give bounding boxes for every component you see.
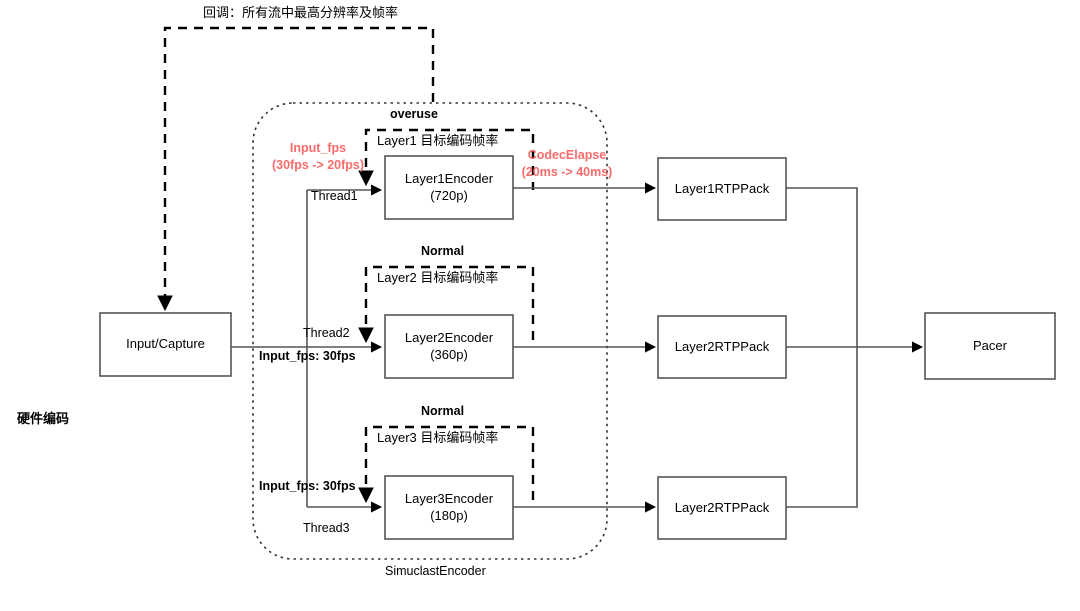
thread3-label: Thread3	[303, 521, 350, 535]
layer3-rtp-box	[657, 476, 787, 540]
hardware-encode-label: 硬件编码	[17, 411, 70, 426]
layer2-encoder-box	[384, 314, 514, 379]
layer3-encoder-name: Layer3Encoder	[404, 491, 494, 507]
layer3-encoder-resolution: (180p)	[430, 507, 468, 523]
layer2-rtp-label: Layer2RTPPack	[674, 338, 770, 354]
callback-path	[157, 26, 435, 312]
thread2-label: Thread2	[303, 326, 350, 340]
layer3-encoder-label: Layer3Encoder (180p)	[385, 476, 513, 539]
layer1-rtp-label: Layer1RTPPack	[674, 180, 770, 196]
codec-elapse-annotation-value: (20ms -> 40ms)	[521, 165, 613, 179]
layer2-state-label: Normal	[421, 244, 465, 258]
layer2-target-bracket	[358, 265, 535, 347]
layer3-encoder-box	[384, 475, 514, 540]
thread1-label: Thread1	[311, 189, 358, 203]
layer2-encoder-resolution: (360p)	[430, 346, 468, 362]
layer3-state-label: Normal	[421, 404, 465, 418]
input-capture-label: Input/Capture	[126, 336, 205, 352]
input-fps-annotation-name: Input_fps	[289, 141, 347, 155]
layer3-target-rate-label: Layer3 目标编码帧率	[377, 430, 499, 445]
layer3-rtp-label: Layer2RTPPack	[674, 499, 770, 515]
pacer-label: Pacer	[973, 337, 1007, 353]
layer1-target-rate-label: Layer1 目标编码帧率	[377, 133, 499, 148]
thread3-fps-label: Input_fps: 30fps	[259, 479, 356, 493]
codec-elapse-annotation-name: CodecElapse	[527, 148, 607, 162]
layer2-encoder-name: Layer2Encoder	[404, 330, 494, 346]
simulcast-encoder-label: SimuclastEncoder	[385, 564, 486, 578]
layer1-encoder-name: Layer1Encoder	[404, 171, 494, 187]
layer3-target-bracket	[358, 425, 535, 507]
layer2-encoder-label: Layer2Encoder (360p)	[385, 315, 513, 378]
callback-note: 回调：所有流中最高分辨率及帧率	[203, 5, 399, 20]
layer1-encoder-resolution: (720p)	[430, 187, 468, 203]
input-capture-box	[99, 312, 232, 377]
layer2-rtp-box	[657, 315, 787, 379]
layer1-encoder-label: Layer1Encoder (720p)	[385, 156, 513, 219]
layer1-state-label: overuse	[390, 107, 438, 121]
simulcast-encoder-container	[252, 102, 608, 560]
pacer-box	[924, 312, 1056, 380]
input-fps-annotation-value: (30fps -> 20fps)	[271, 158, 365, 172]
thread2-fps-label: Input_fps: 30fps	[259, 349, 356, 363]
layer2-target-rate-label: Layer2 目标编码帧率	[377, 270, 499, 285]
layer1-rtp-box	[657, 157, 787, 221]
layer1-target-bracket	[358, 128, 535, 190]
layer1-encoder-box	[384, 155, 514, 220]
rtp3-merge-line	[786, 347, 858, 508]
rtp1-merge-line	[786, 187, 858, 347]
